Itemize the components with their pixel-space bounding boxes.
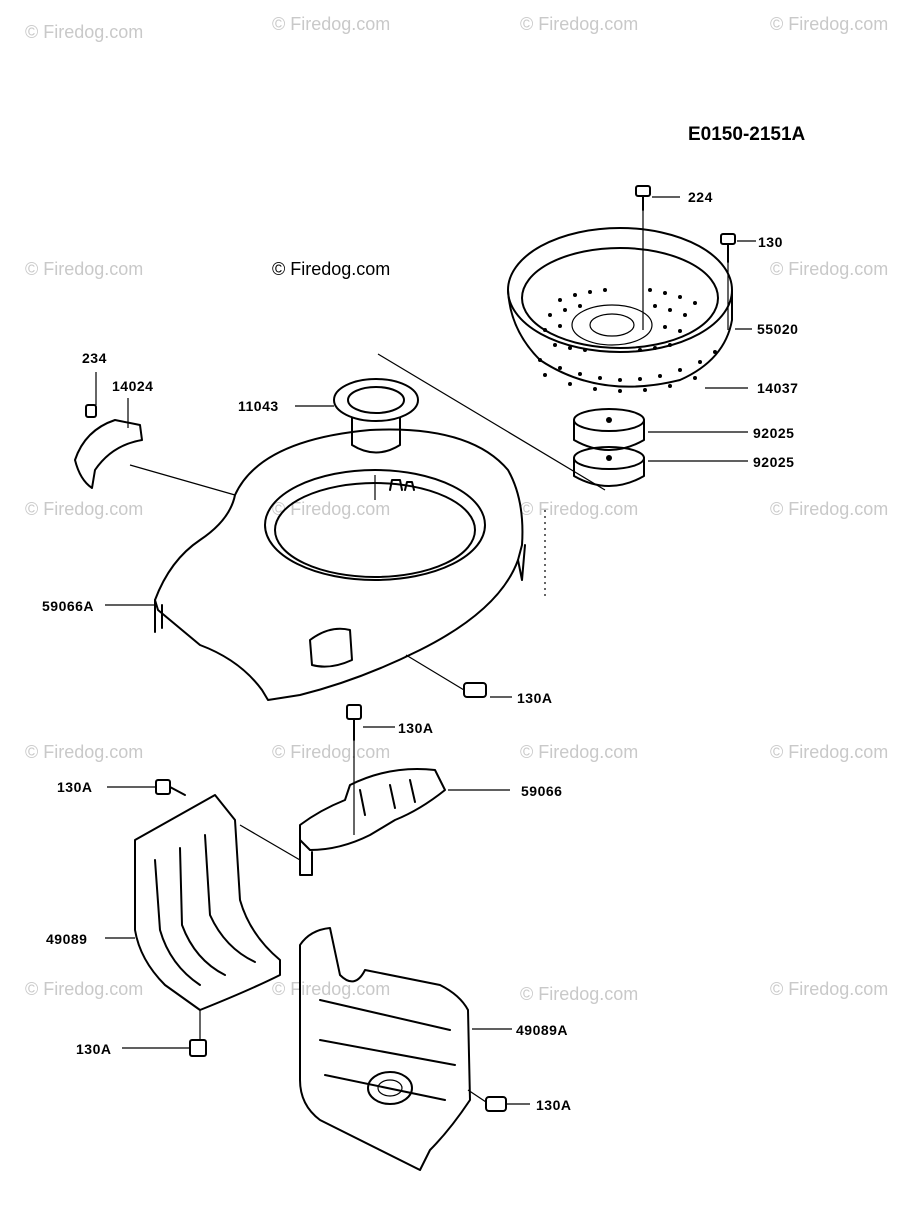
label-14037: 14037	[757, 380, 798, 396]
watermark-text: © Firedog.com	[272, 979, 390, 999]
watermark-text: © Firedog.com	[770, 14, 888, 34]
bracket-59066-part	[299, 768, 510, 876]
part-labels: 224 130 55020 14037 92025 92025 234 1402…	[42, 189, 798, 1113]
watermark-text: © Firedog.com	[25, 742, 143, 762]
label-92025-lower: 92025	[753, 454, 794, 470]
bolt-130a-bracket-part	[346, 704, 395, 835]
watermark-text: © Firedog.com	[520, 742, 638, 762]
label-11043: 11043	[238, 398, 279, 414]
bolt-224-part	[635, 185, 680, 330]
watermark-text: © Firedog.com	[25, 979, 143, 999]
label-55020: 55020	[757, 321, 798, 337]
watermark-text: © Firedog.com	[25, 22, 143, 42]
label-130-top: 130	[758, 234, 783, 250]
spacer-92025-part	[573, 408, 748, 487]
label-130A-bottom: 130A	[76, 1041, 111, 1057]
watermarks: © Firedog.com © Firedog.com © Firedog.co…	[25, 14, 888, 1004]
watermark-text: © Firedog.com	[520, 984, 638, 1004]
bolt-130a-right-part	[467, 1089, 530, 1112]
diagram-code: E0150-2151A	[688, 124, 806, 145]
shroud-49089-part	[105, 794, 301, 1040]
label-234: 234	[82, 350, 107, 366]
label-92025-upper: 92025	[753, 425, 794, 441]
guard-11043-part	[295, 378, 419, 454]
label-59066: 59066	[521, 783, 562, 799]
watermark-text: © Firedog.com	[25, 499, 143, 519]
bolt-130a-left-part	[107, 779, 186, 796]
label-130A-housing: 130A	[517, 690, 552, 706]
label-49089A: 49089A	[516, 1022, 568, 1038]
watermark-text: © Firedog.com	[770, 742, 888, 762]
blower-housing-part	[129, 428, 526, 701]
label-224-top: 224	[688, 189, 713, 205]
watermark-text: © Firedog.com	[272, 499, 390, 519]
bolt-130a-housing-part	[405, 654, 512, 698]
watermark-text: © Firedog.com	[520, 14, 638, 34]
watermark-text: © Firedog.com	[272, 742, 390, 762]
watermark-text: © Firedog.com	[25, 259, 143, 279]
bolt-130a-bottom-part	[122, 1039, 207, 1057]
shroud-49089a-part	[299, 927, 512, 1171]
watermark-text: © Firedog.com	[770, 259, 888, 279]
bracket-14024-part	[74, 372, 143, 489]
watermark-text: © Firedog.com	[770, 979, 888, 999]
label-130A-right: 130A	[536, 1097, 571, 1113]
watermark-text: © Firedog.com	[272, 14, 390, 34]
label-130A-left: 130A	[57, 779, 92, 795]
label-59066A: 59066A	[42, 598, 94, 614]
label-14024: 14024	[112, 378, 153, 394]
copyright-notice: © Firedog.com	[272, 259, 390, 279]
bolt-130-part	[720, 233, 756, 330]
label-49089: 49089	[46, 931, 87, 947]
watermark-text: © Firedog.com	[520, 499, 638, 519]
label-130A-bracket: 130A	[398, 720, 433, 736]
fan-screen-part	[507, 227, 733, 393]
watermark-text: © Firedog.com	[770, 499, 888, 519]
